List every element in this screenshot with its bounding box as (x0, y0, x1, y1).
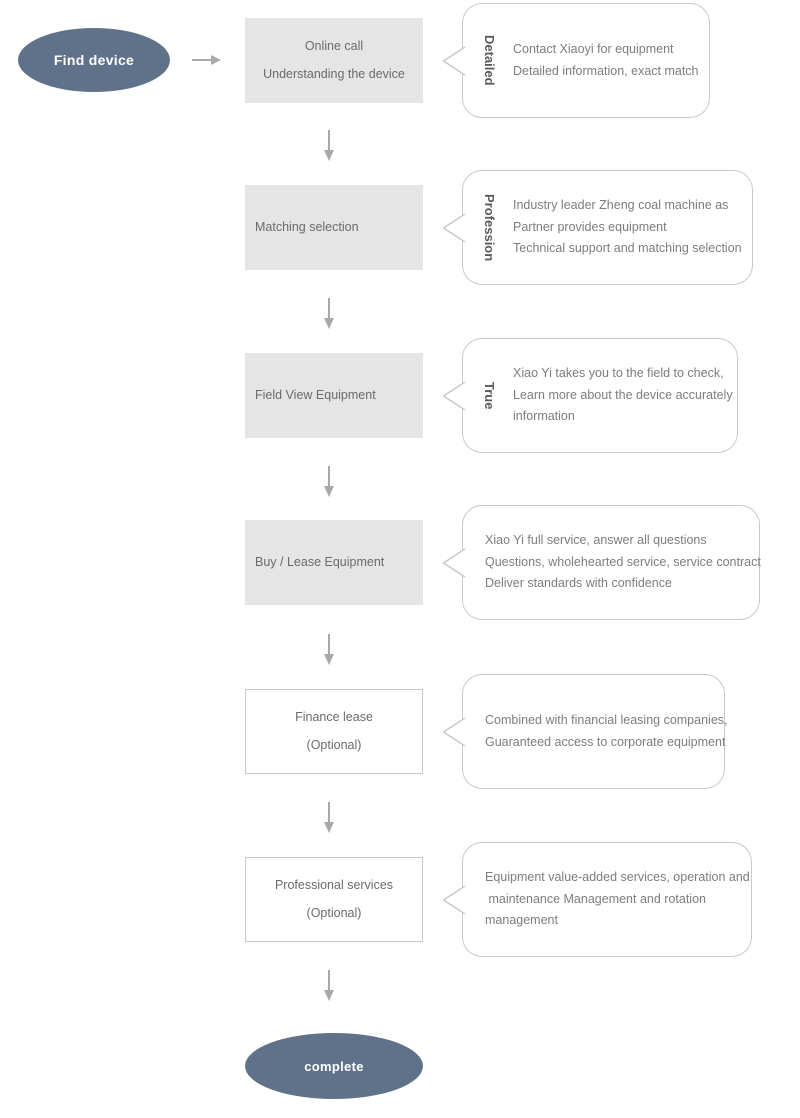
step-box-label: (Optional) (306, 906, 362, 920)
flow-step-row: Online call Understanding the device Det… (0, 3, 800, 119)
callout-line: management (485, 913, 558, 928)
callout-text: Contact Xiaoyi for equipment Detailed in… (513, 39, 699, 82)
flow-step-row: Field View Equipment True Xiao Yi takes … (0, 338, 800, 454)
callout-text: Xiao Yi full service, answer all questio… (463, 530, 761, 595)
step-box-finance-lease: Finance lease (Optional) (245, 689, 423, 774)
callout-line: Partner provides equipment (513, 219, 667, 234)
step-box-label: Online call (304, 39, 364, 53)
bubble-tail-icon (442, 380, 466, 411)
step-box-field-view: Field View Equipment (245, 353, 423, 438)
callout-line: Xiao Yi takes you to the field to check, (513, 366, 724, 381)
step-box-matching-selection: Matching selection (245, 185, 423, 270)
bubble-tail-icon (442, 547, 466, 578)
callout-text: Industry leader Zheng coal machine as Pa… (513, 195, 742, 260)
step-box-label: Buy / Lease Equipment (255, 555, 385, 569)
callout-bubble: Profession Industry leader Zheng coal ma… (442, 170, 753, 285)
callout-line: Combined with financial leasing companie… (485, 713, 728, 727)
bubble-tail-icon (442, 716, 466, 747)
callout-line: information (513, 409, 575, 424)
step-box-buy-lease: Buy / Lease Equipment (245, 520, 423, 605)
callout-line: Xiao Yi full service, answer all questio… (485, 533, 707, 548)
callout-line: Equipment value-added services, operatio… (485, 870, 750, 885)
arrow-down-icon (324, 634, 334, 665)
flow-step-row: Buy / Lease Equipment Xiao Yi full servi… (0, 505, 800, 621)
callout-line: Contact Xiaoyi for equipment (513, 42, 674, 56)
start-node: Find device (18, 28, 170, 92)
arrow-right-icon (192, 55, 221, 65)
callout-line: Technical support and matching selection (513, 241, 742, 256)
arrow-down-icon (324, 970, 334, 1001)
callout-line: Learn more about the device accurately (513, 387, 733, 402)
step-box-label: (Optional) (306, 738, 362, 752)
callout-bubble: Combined with financial leasing companie… (442, 674, 728, 789)
step-box-online-call: Online call Understanding the device (245, 18, 423, 103)
callout-bubble: Detailed Contact Xiaoyi for equipment De… (442, 3, 710, 118)
callout-line: Guaranteed access to corporate equipment (485, 734, 726, 749)
step-box-label: Understanding the device (263, 67, 405, 81)
step-box-label: Matching selection (255, 220, 359, 234)
step-box-professional-services: Professional services (Optional) (245, 857, 423, 942)
step-box-label: Finance lease (295, 710, 373, 724)
callout-text: Combined with financial leasing companie… (463, 710, 728, 753)
callout-tag: Profession (482, 193, 497, 262)
callout-tag: Detailed (482, 35, 497, 86)
flow-step-row: Finance lease (Optional) Combined with f… (0, 674, 800, 790)
arrow-down-icon (324, 466, 334, 497)
arrow-down-icon (324, 130, 334, 161)
callout-line: Deliver standards with confidence (485, 576, 672, 591)
callout-line: Questions, wholehearted service, service… (485, 554, 761, 569)
callout-text: Xiao Yi takes you to the field to check,… (513, 363, 733, 428)
callout-line: maintenance Management and rotation (485, 891, 706, 906)
callout-tag: True (482, 381, 497, 410)
bubble-tail-icon (442, 884, 466, 915)
callout-line: Industry leader Zheng coal machine as (513, 198, 729, 213)
bubble-tail-icon (442, 212, 466, 243)
step-box-label: Field View Equipment (255, 388, 376, 402)
callout-bubble: Xiao Yi full service, answer all questio… (442, 505, 761, 620)
callout-line: Detailed information, exact match (513, 63, 699, 78)
end-node: complete (245, 1033, 423, 1099)
callout-text: Equipment value-added services, operatio… (463, 867, 750, 932)
flow-step-row: Matching selection Profession Industry l… (0, 170, 800, 286)
callout-bubble: Equipment value-added services, operatio… (442, 842, 752, 957)
callout-bubble: True Xiao Yi takes you to the field to c… (442, 338, 738, 453)
arrow-down-icon (324, 298, 334, 329)
bubble-tail-icon (442, 45, 466, 76)
step-box-label: Professional services (274, 878, 394, 892)
arrow-down-icon (324, 802, 334, 833)
flow-step-row: Professional services (Optional) Equipme… (0, 842, 800, 958)
